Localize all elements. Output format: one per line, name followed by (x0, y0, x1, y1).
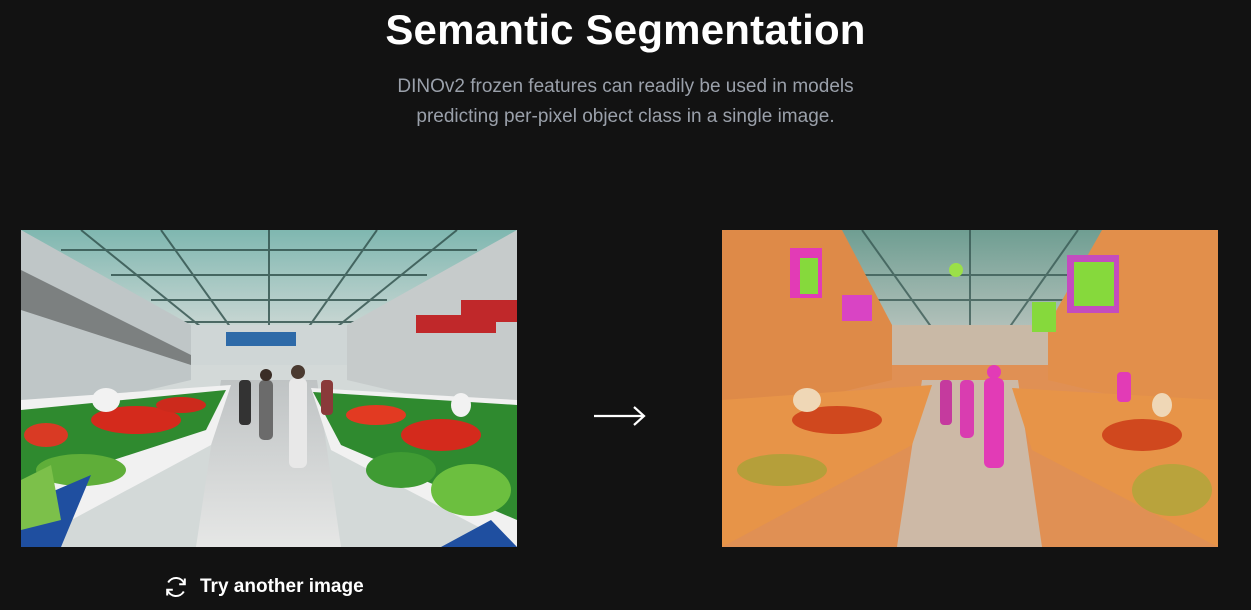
segmented-image (722, 230, 1218, 547)
input-image (21, 230, 517, 547)
try-another-image-button[interactable]: Try another image (162, 572, 364, 602)
segmented-market-photo (722, 230, 1218, 547)
section-description: DINOv2 frozen features can readily be us… (0, 72, 1251, 132)
refresh-icon (166, 576, 186, 598)
description-line-1: DINOv2 frozen features can readily be us… (397, 76, 854, 97)
arrow-right-icon (594, 406, 646, 426)
section-title: Semantic Segmentation (385, 6, 866, 53)
description-line-2: predicting per-pixel object class in a s… (416, 106, 835, 127)
try-another-image-label: Try another image (200, 576, 364, 597)
market-photo (21, 230, 517, 547)
